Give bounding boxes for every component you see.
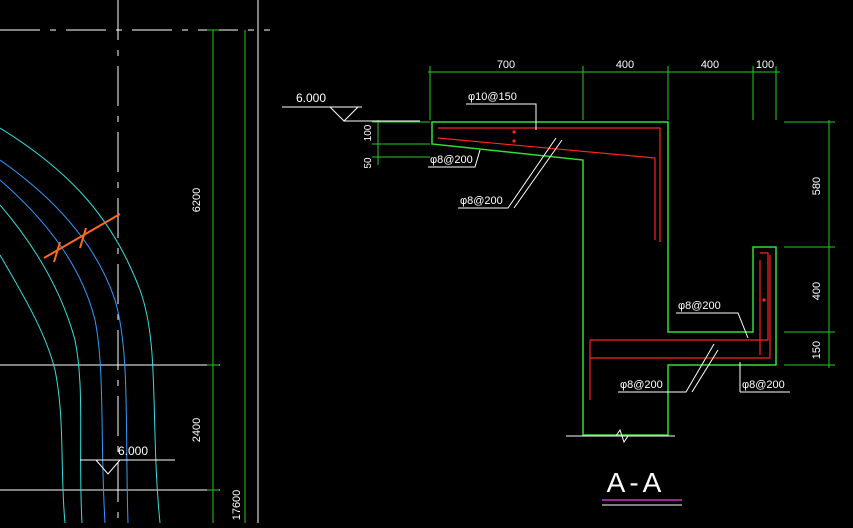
dim-100: 100 [756,59,774,71]
break-symbol-icon [615,428,629,444]
section-cut-ticks [53,227,87,263]
contour-line-2 [0,159,129,524]
dim-400-b: 400 [701,59,719,71]
leader-mid-right [676,312,749,339]
rebar-dot-1 [512,130,516,134]
concrete-outline [431,121,777,436]
dim-50-left: 50 [363,157,374,169]
leader-top-bar [466,103,537,130]
contour-line-3 [0,179,106,524]
label-top-bar: φ10@150 [468,91,517,103]
section-cut-line [43,213,121,259]
rebar-lower-bottom [589,255,771,400]
dim-100-left: 100 [363,124,374,141]
section-title: A-A [607,467,666,498]
rebar-lower-top [590,252,769,341]
leader-lower-b [739,362,790,393]
contour-line-4 [0,204,83,524]
label-diag-bar: φ8@200 [460,195,503,207]
contour-line-1 [0,127,161,524]
label-lower-bar-a: φ8@200 [620,379,663,391]
leader-upper-left [428,149,481,168]
plan-dim-17600: 17600 [231,490,243,521]
rebar-upper-sloped [437,137,656,240]
rebar-dot-3 [762,298,766,302]
rebar-top [438,127,661,242]
label-upper-left-bar: φ8@200 [430,154,473,166]
contour-line-5 [0,254,66,524]
plan-view: 6200 2400 17600 6.000 [0,0,270,524]
plan-dim-2400: 2400 [191,418,203,442]
rebar-dot-2 [512,139,516,143]
elevation-top: 6.000 [296,91,326,105]
elev-triangle-bottom-icon [95,459,121,475]
leader-diag [458,137,563,209]
plan-dim-6200: 6200 [191,188,203,212]
elev-triangle-top-icon [329,106,359,122]
dim-400-a: 400 [616,59,634,71]
section-a-a: 700 400 400 100 580 400 150 100 50 6.000 [282,59,835,506]
label-lower-bar-b: φ8@200 [742,379,785,391]
label-mid-right-bar: φ8@200 [678,300,721,312]
leader-lower-a [618,343,719,393]
dim-150: 150 [811,341,823,359]
dim-700: 700 [497,59,515,71]
elevation-bottom: 6.000 [118,444,148,458]
dim-400-c: 400 [811,282,823,300]
dim-580: 580 [811,177,823,195]
